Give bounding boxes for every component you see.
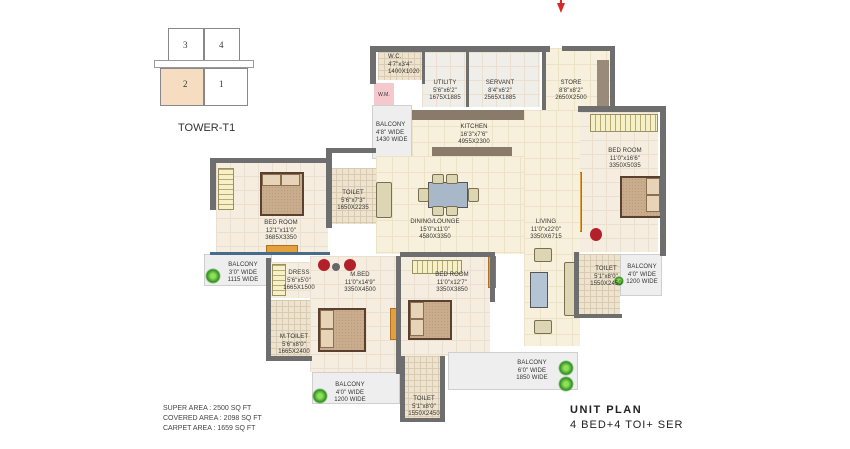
m-toilet bbox=[270, 300, 310, 356]
servant-room bbox=[468, 52, 540, 107]
sofa-dining bbox=[376, 182, 392, 218]
carpet-area: CARPET AREA : 1659 SQ FT bbox=[163, 425, 256, 432]
key-unit-3: 3 bbox=[168, 28, 204, 62]
wm-area bbox=[374, 83, 394, 105]
toilet-bottom bbox=[402, 356, 444, 418]
balcony-kitchen bbox=[372, 105, 412, 159]
covered-area: COVERED AREA : 2098 SQ FT bbox=[163, 415, 262, 422]
plant-icon bbox=[205, 268, 221, 284]
unit-plan-title: UNIT PLAN 4 BED+4 TOI+ SER bbox=[570, 404, 683, 431]
toilet-left bbox=[330, 168, 376, 224]
coffee-table bbox=[530, 272, 548, 308]
balcony-bottom-left bbox=[312, 372, 400, 404]
red-chair bbox=[590, 228, 602, 241]
utility-room bbox=[422, 52, 466, 107]
dining-table bbox=[428, 182, 468, 208]
wc-room bbox=[378, 52, 422, 80]
unit-plan-subheading: 4 BED+4 TOI+ SER bbox=[570, 419, 684, 431]
balcony-bottom-right bbox=[448, 352, 578, 390]
wm-label: W.M. bbox=[378, 92, 390, 98]
floor-plan-page: 3 4 2 1 TOWER-T1 bbox=[150, 0, 700, 449]
master-bedroom bbox=[310, 256, 396, 372]
key-unit-1: 1 bbox=[204, 68, 248, 106]
super-area: SUPER AREA : 2500 SQ FT bbox=[163, 405, 252, 412]
key-plan: 3 4 2 1 bbox=[154, 18, 254, 114]
wc-label: W.C.4'7"x3'4"1400X1020 bbox=[388, 54, 420, 75]
unit-plan-heading: UNIT PLAN bbox=[570, 404, 643, 416]
dining-lounge bbox=[376, 156, 526, 254]
toilet-right bbox=[578, 254, 620, 314]
key-unit-2: 2 bbox=[160, 68, 204, 106]
area-summary: SUPER AREA : 2500 SQ FT COVERED AREA : 2… bbox=[163, 404, 262, 434]
entry-arrow-icon bbox=[557, 3, 565, 13]
tower-label: TOWER-T1 bbox=[178, 122, 236, 134]
balcony-right bbox=[620, 254, 662, 296]
key-unit-4: 4 bbox=[204, 28, 240, 62]
